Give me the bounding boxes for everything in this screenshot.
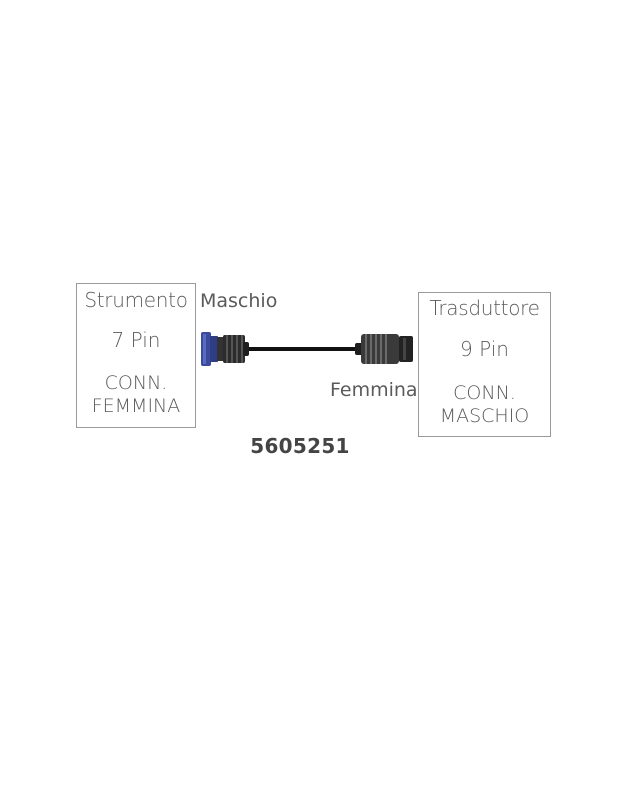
instrument-box: Strumento 7 Pin CONN. FEMMINA — [76, 283, 196, 428]
instrument-conn-line2: FEMMINA — [91, 395, 181, 417]
transducer-connector-type: CONN. MASCHIO — [419, 382, 550, 428]
transducer-conn-line2: MASCHIO — [439, 405, 530, 427]
instrument-connector-type: CONN. FEMMINA — [77, 372, 195, 418]
male-connector-label: Maschio — [200, 290, 278, 312]
female-connector-icon — [355, 334, 413, 364]
instrument-pins: 7 Pin — [111, 328, 161, 352]
transducer-conn-line1: CONN. — [453, 382, 516, 404]
cable-line — [245, 347, 365, 351]
transducer-pins: 9 Pin — [460, 337, 509, 361]
transducer-title: Trasduttore — [429, 296, 540, 320]
adapter-cable-illustration — [201, 332, 413, 366]
instrument-conn-line1: CONN. — [104, 372, 168, 394]
female-connector-label: Femmina — [330, 379, 418, 401]
instrument-title: Strumento — [84, 288, 188, 312]
male-connector-icon — [201, 332, 249, 366]
part-number: 5605251 — [250, 434, 350, 458]
transducer-box: Trasduttore 9 Pin CONN. MASCHIO — [418, 292, 551, 437]
